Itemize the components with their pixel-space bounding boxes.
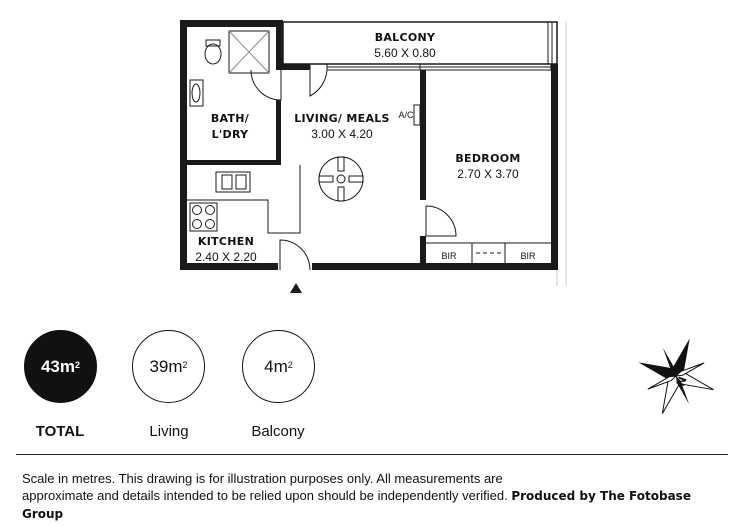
living-area-value: 39m: [149, 356, 183, 376]
balcony-area-value: 4m: [264, 356, 288, 376]
ac-label: A/C: [398, 110, 414, 120]
living-dimensions: 3.00 X 4.20: [311, 127, 373, 141]
disclaimer-line1: Scale in metres. This drawing is for ill…: [22, 471, 503, 486]
kitchen-dimensions: 2.40 X 2.20: [195, 250, 257, 264]
bir-label-left: BIR: [441, 251, 457, 261]
disclaimer-line2: approximate and details intended to be r…: [22, 487, 734, 523]
balcony-area-label: Balcony: [251, 423, 305, 440]
living-area-unit: 2: [182, 359, 188, 370]
bir-label-right: BIR: [520, 251, 536, 261]
kitchen-bench: [187, 165, 301, 234]
ac-unit: [413, 104, 421, 126]
footer-divider: [16, 454, 728, 455]
total-area-value: 43m: [40, 356, 75, 376]
produced-by: Produced by The Fotobase Group: [22, 489, 691, 521]
building-outline: [556, 22, 567, 286]
living-label: LIVING/ MEALS: [294, 112, 390, 125]
bath-fixtures: [189, 30, 270, 107]
compass-rose-icon: N: [638, 338, 714, 414]
bedroom-label: BEDROOM: [455, 152, 520, 165]
living-area-label: Living: [149, 423, 189, 440]
built-in-robe: [426, 242, 551, 263]
entry-arrow-icon: [290, 283, 302, 293]
total-area-unit: 2: [75, 359, 81, 370]
balcony-dimensions: 5.60 X 0.80: [374, 46, 436, 60]
svg-text:N: N: [673, 375, 688, 388]
disclaimer-line2-text: approximate and details intended to be r…: [22, 488, 508, 503]
total-area-label: TOTAL: [35, 423, 85, 440]
interior-walls: [187, 70, 426, 266]
balcony-door-swing: [309, 64, 328, 97]
balcony-sliding-doors: [326, 63, 552, 71]
balcony-label: BALCONY: [375, 31, 436, 44]
kitchen-label: KITCHEN: [198, 235, 254, 248]
bedroom-door-swing: [425, 205, 457, 237]
ceiling-fan-icon: [318, 156, 364, 202]
bath-label-line1: BATH/: [211, 112, 250, 125]
bath-label-line2: L'DRY: [212, 128, 250, 141]
exterior-walls: [180, 20, 558, 270]
floor-plan: BALCONY 5.60 X 0.80 BATH/ L'DRY LIVING/ …: [180, 20, 567, 293]
footer-disclaimer: Scale in metres. This drawing is for ill…: [22, 470, 734, 523]
entry-door: [279, 239, 311, 271]
bath-door-swing: [250, 69, 282, 101]
balcony-area-unit: 2: [287, 359, 293, 370]
bedroom-dimensions: 2.70 X 3.70: [457, 167, 519, 181]
